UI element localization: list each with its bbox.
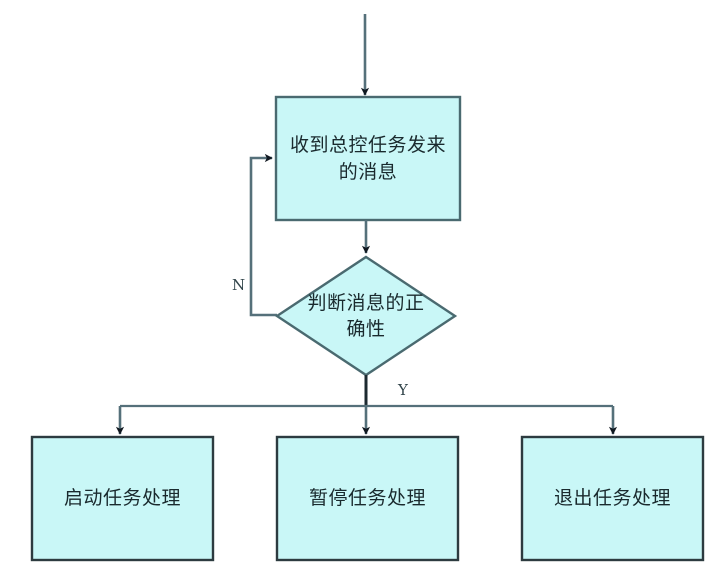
edge-validate-no-loop	[249, 153, 277, 317]
node-start-task[interactable]	[30, 435, 215, 562]
node-pause-task[interactable]	[275, 435, 460, 562]
node-exit-task[interactable]	[520, 435, 705, 562]
node-validate-message[interactable]	[274, 255, 458, 377]
node-receive-message[interactable]	[274, 95, 462, 222]
